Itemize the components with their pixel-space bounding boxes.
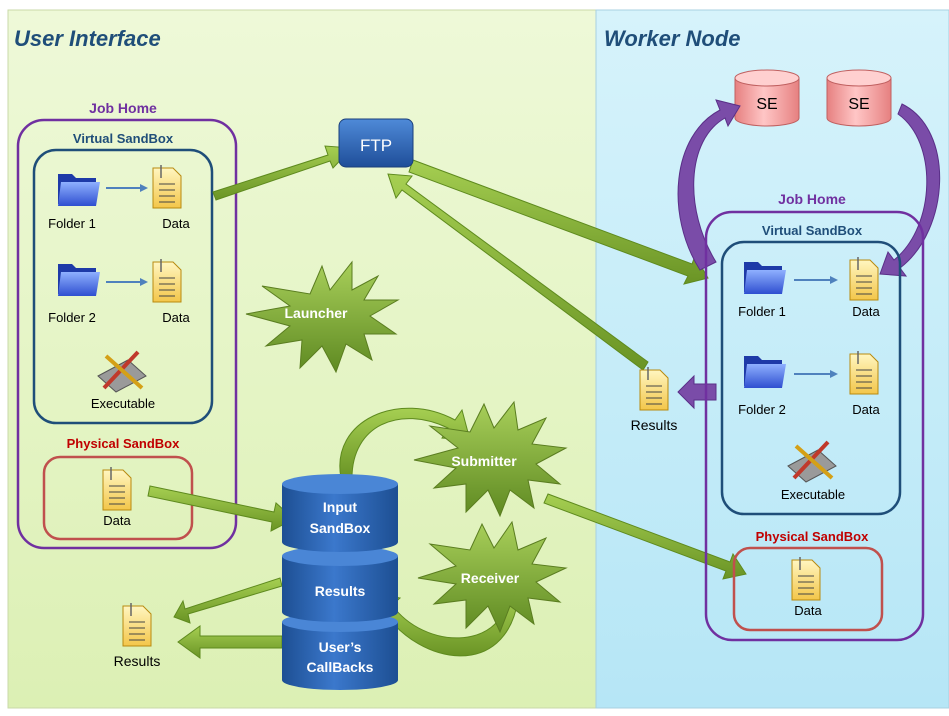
callbacks-label-2: CallBacks bbox=[307, 659, 374, 675]
arrow-icon bbox=[106, 278, 148, 286]
input-sandbox-db bbox=[282, 474, 398, 552]
document-icon bbox=[639, 367, 669, 411]
arrow-se1-loop bbox=[677, 99, 741, 271]
arrow-se2-loop bbox=[879, 103, 941, 277]
folder-icon bbox=[58, 174, 100, 206]
ui-folder2-label: Folder 2 bbox=[48, 310, 96, 325]
worker-data1-label: Data bbox=[852, 304, 880, 319]
results-db bbox=[282, 546, 398, 622]
worker-physical-sandbox-box bbox=[732, 546, 884, 632]
ui-virtual-sandbox-box bbox=[32, 148, 214, 425]
callbacks-label-1: User’s bbox=[319, 639, 362, 655]
worker-virtual-sandbox-box bbox=[720, 240, 902, 516]
arrow-input-to-submitter bbox=[339, 407, 471, 479]
input-sandbox-label-1: Input bbox=[323, 499, 358, 515]
se-cylinder-1 bbox=[734, 69, 800, 127]
se2-label: SE bbox=[848, 96, 869, 113]
ui-physical-data-label: Data bbox=[103, 513, 131, 528]
arrow-results-to-doc bbox=[173, 577, 283, 624]
worker-virtual-sandbox-label: Virtual SandBox bbox=[762, 223, 863, 238]
document-icon bbox=[791, 557, 821, 601]
folder-icon bbox=[744, 356, 786, 388]
green-arrows bbox=[147, 145, 747, 659]
worker-data2-label: Data bbox=[852, 402, 880, 417]
submitter-star bbox=[413, 400, 568, 518]
worker-folder1-label: Folder 1 bbox=[738, 304, 786, 319]
folder-icon bbox=[744, 262, 786, 294]
worker-job-home-label: Job Home bbox=[778, 191, 846, 207]
worker-physical-sandbox-label: Physical SandBox bbox=[756, 529, 869, 544]
arrow-results-to-ftp bbox=[387, 173, 649, 371]
ui-physical-sandbox-label: Physical SandBox bbox=[67, 436, 180, 451]
ui-results-label: Results bbox=[114, 653, 161, 669]
ui-executable-label: Executable bbox=[91, 396, 155, 411]
document-icon bbox=[849, 257, 879, 301]
worker-node-title: Worker Node bbox=[604, 26, 741, 51]
user-interface-title: User Interface bbox=[14, 26, 161, 51]
ftp-box bbox=[338, 118, 414, 168]
ui-job-home-label: Job Home bbox=[89, 100, 157, 116]
input-sandbox-label-2: SandBox bbox=[310, 520, 371, 536]
launcher-label: Launcher bbox=[284, 305, 348, 321]
ui-data1-label: Data bbox=[162, 216, 190, 231]
arrow-icon bbox=[794, 276, 838, 284]
ui-folder1-label: Folder 1 bbox=[48, 216, 96, 231]
executable-icon bbox=[787, 440, 837, 483]
document-icon bbox=[152, 165, 182, 209]
ui-virtual-sandbox-label: Virtual SandBox bbox=[73, 131, 174, 146]
receiver-star bbox=[417, 520, 568, 634]
arrow-icon bbox=[794, 370, 838, 378]
results-db-label: Results bbox=[315, 583, 366, 599]
executable-icon bbox=[97, 350, 147, 393]
se1-label: SE bbox=[756, 96, 777, 113]
document-icon bbox=[102, 467, 132, 511]
folder-icon bbox=[58, 264, 100, 296]
document-icon bbox=[849, 351, 879, 395]
worker-results-label: Results bbox=[631, 417, 678, 433]
arrow-icon bbox=[106, 184, 148, 192]
worker-executable-label: Executable bbox=[781, 487, 845, 502]
worker-job-home-box bbox=[704, 210, 925, 642]
worker-folder2-label: Folder 2 bbox=[738, 402, 786, 417]
ui-job-home-box bbox=[16, 118, 238, 550]
submitter-label: Submitter bbox=[451, 453, 517, 469]
worker-physical-data-label: Data bbox=[794, 603, 822, 618]
document-icon bbox=[122, 603, 152, 647]
se-cylinder-2 bbox=[826, 69, 892, 127]
arrow-ftp-to-worker bbox=[408, 159, 709, 285]
ftp-label: FTP bbox=[360, 136, 392, 155]
arrow-callbacks-to-doc bbox=[177, 625, 283, 659]
launcher-star bbox=[245, 260, 400, 374]
ui-data2-label: Data bbox=[162, 310, 190, 325]
document-icon bbox=[152, 259, 182, 303]
receiver-label: Receiver bbox=[461, 570, 520, 586]
